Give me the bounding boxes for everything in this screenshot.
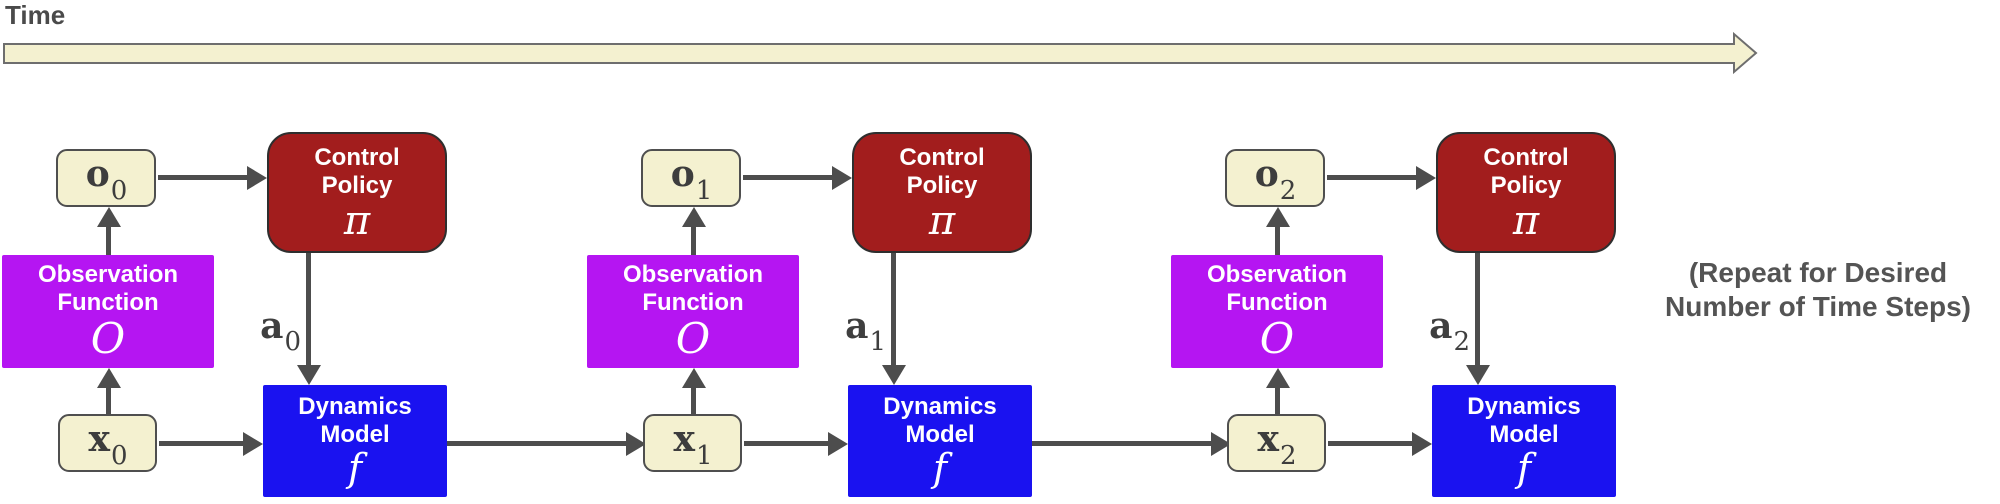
dynamics-model-node: Dynamics Model f [263, 385, 447, 497]
dynamics-model-title-line2: Model [320, 421, 390, 449]
control-policy-title-line1: Control [1483, 143, 1569, 171]
observation-node: o1 [641, 149, 741, 207]
dynamics-f-symbol: f [1516, 446, 1532, 491]
obsfunction-to-observation-arrow [1265, 207, 1290, 255]
action-symbol-letter: a [260, 305, 284, 347]
state-symbol-subscript: 2 [1279, 440, 1297, 471]
timestep-unit-1: o1 Control Policy π Observation Function… [587, 0, 1257, 504]
repeat-note: (Repeat for Desired Number of Time Steps… [1633, 256, 2000, 324]
control-policy-title-line2: Policy [321, 171, 393, 199]
observation-function-title-line2: Function [1226, 289, 1328, 317]
observation-symbol-letter: o [670, 153, 695, 196]
dynamics-to-next-state-arrow [1032, 431, 1231, 456]
control-policy-title-line1: Control [314, 143, 400, 171]
state-to-obsfunction-arrow [1265, 368, 1290, 414]
state-symbol-subscript: 1 [695, 440, 713, 471]
policy-pi-symbol: π [1512, 197, 1540, 244]
dynamics-to-next-state-arrow [447, 431, 646, 456]
obsfunction-to-observation-arrow [96, 207, 121, 255]
action-label: a0 [210, 305, 301, 358]
repeat-note-line2: Number of Time Steps) [1665, 291, 1971, 322]
dynamics-model-title-line2: Model [1489, 421, 1559, 449]
state-symbol: x1 [673, 418, 712, 468]
time-axis-arrow [3, 31, 1758, 75]
state-to-obsfunction-arrow [681, 368, 706, 414]
action-label: a1 [795, 305, 886, 358]
observation-function-title-line1: Observation [1206, 261, 1348, 289]
observation-function-title-line2: Function [57, 289, 159, 317]
timestep-unit-2: o2 Control Policy π Observation Function… [1171, 0, 1841, 504]
state-to-obsfunction-arrow [96, 368, 121, 414]
observation-symbol: o0 [85, 153, 128, 203]
repeat-note-line1: (Repeat for Desired [1688, 257, 1948, 288]
time-arrow-shape [3, 31, 1758, 75]
observation-to-policy-arrow [158, 165, 267, 190]
state-to-dynamics-arrow [744, 431, 848, 456]
control-policy-node: Control Policy π [1436, 132, 1616, 253]
state-to-dynamics-arrow [1328, 431, 1432, 456]
control-policy-title-line2: Policy [1490, 171, 1562, 199]
observation-function-O-symbol: O [90, 314, 126, 364]
observation-symbol-letter: o [1254, 153, 1279, 196]
state-symbol: x2 [1257, 418, 1296, 468]
dynamics-model-node: Dynamics Model f [1432, 385, 1616, 497]
policy-to-dynamics-arrow [296, 253, 321, 385]
dynamics-model-title-line1: Dynamics [1467, 393, 1581, 421]
state-symbol-subscript: 0 [110, 440, 128, 471]
observation-to-policy-arrow [1327, 165, 1436, 190]
control-policy-title-line2: Policy [906, 171, 978, 199]
observation-symbol-subscript: 1 [695, 175, 713, 206]
observation-function-O-symbol: O [675, 314, 711, 364]
state-symbol: x0 [88, 418, 127, 468]
observation-function-O-symbol: O [1259, 314, 1295, 364]
state-to-dynamics-arrow [159, 431, 263, 456]
observation-symbol-subscript: 2 [1279, 175, 1297, 206]
control-policy-node: Control Policy π [267, 132, 447, 253]
state-symbol-letter: x [1257, 418, 1279, 461]
state-node: x0 [58, 414, 157, 472]
dynamics-f-symbol: f [347, 446, 363, 491]
observation-function-node: Observation Function O [587, 255, 799, 368]
dynamics-model-node: Dynamics Model f [848, 385, 1032, 497]
control-policy-title-line1: Control [899, 143, 985, 171]
action-symbol-subscript: 2 [1453, 327, 1470, 358]
timestep-unit-0: o0 Control Policy π Observation Function… [2, 0, 672, 504]
observation-symbol: o1 [670, 153, 713, 203]
policy-pi-symbol: π [928, 197, 956, 244]
observation-function-title-line1: Observation [622, 261, 764, 289]
observation-node: o2 [1225, 149, 1325, 207]
state-node: x1 [643, 414, 742, 472]
state-node: x2 [1227, 414, 1326, 472]
time-axis-label: Time [5, 0, 66, 30]
observation-symbol: o2 [1254, 153, 1297, 203]
observation-symbol-subscript: 0 [110, 175, 128, 206]
control-policy-node: Control Policy π [852, 132, 1032, 253]
observation-node: o0 [56, 149, 156, 207]
policy-pi-symbol: π [343, 197, 371, 244]
obsfunction-to-observation-arrow [681, 207, 706, 255]
action-symbol-subscript: 0 [284, 327, 301, 358]
action-symbol-letter: a [1429, 305, 1453, 347]
action-symbol-subscript: 1 [869, 327, 886, 358]
dynamics-model-title-line1: Dynamics [883, 393, 997, 421]
action-symbol-letter: a [845, 305, 869, 347]
state-symbol-letter: x [88, 418, 110, 461]
observation-symbol-letter: o [85, 153, 110, 196]
observation-function-title-line2: Function [642, 289, 744, 317]
observation-function-node: Observation Function O [2, 255, 214, 368]
observation-to-policy-arrow [743, 165, 852, 190]
observation-function-node: Observation Function O [1171, 255, 1383, 368]
dynamics-model-title-line2: Model [905, 421, 975, 449]
action-label: a2 [1379, 305, 1470, 358]
policy-to-dynamics-arrow [881, 253, 906, 385]
policy-to-dynamics-arrow [1465, 253, 1490, 385]
dynamics-f-symbol: f [932, 446, 948, 491]
state-symbol-letter: x [673, 418, 695, 461]
dynamics-model-title-line1: Dynamics [298, 393, 412, 421]
observation-function-title-line1: Observation [37, 261, 179, 289]
